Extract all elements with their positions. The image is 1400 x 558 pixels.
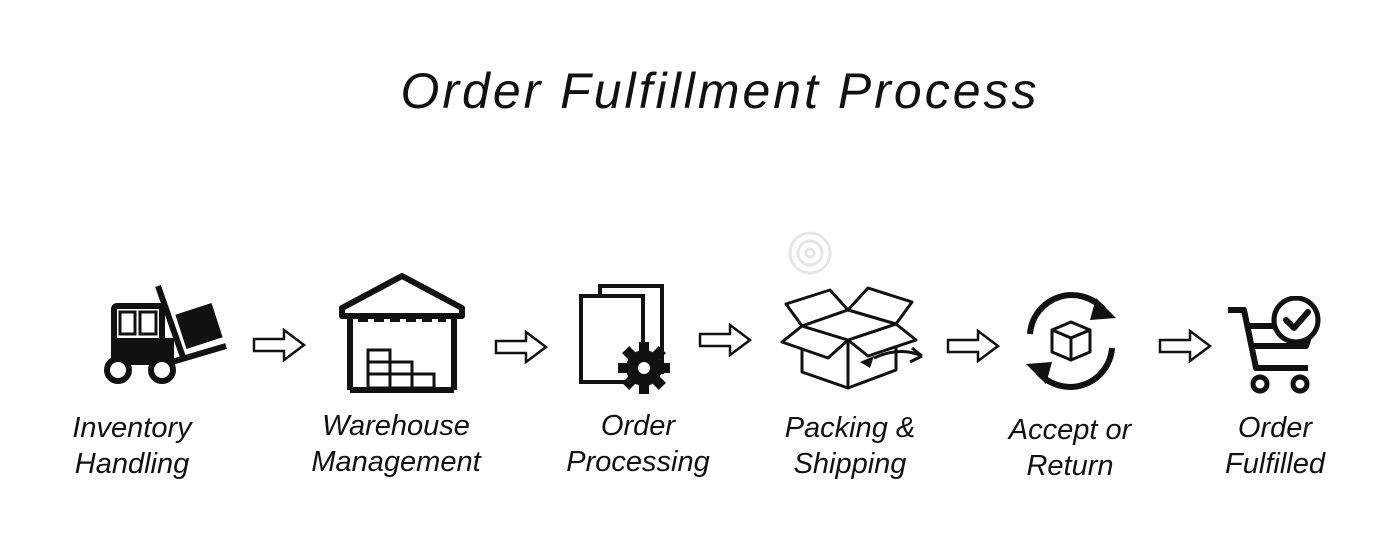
hollow-right-arrow-icon <box>1158 329 1212 363</box>
open-box-icon <box>780 286 923 390</box>
forklift-icon <box>104 285 227 384</box>
step-label-packing: Packing &Shipping <box>784 412 916 480</box>
cart-check-icon <box>1228 296 1321 394</box>
hollow-right-arrow-icon <box>946 329 1000 363</box>
cycle-box-icon <box>1026 292 1116 390</box>
hollow-right-arrow-icon <box>698 323 752 357</box>
document-gear-icon <box>579 284 670 394</box>
hollow-right-arrow-icon <box>252 328 306 362</box>
hollow-right-arrow-icon <box>494 330 548 364</box>
diagram-title: Order Fulfillment Process <box>400 63 1040 119</box>
watermark-circle-icon <box>788 231 832 275</box>
warehouse-icon <box>339 273 465 393</box>
